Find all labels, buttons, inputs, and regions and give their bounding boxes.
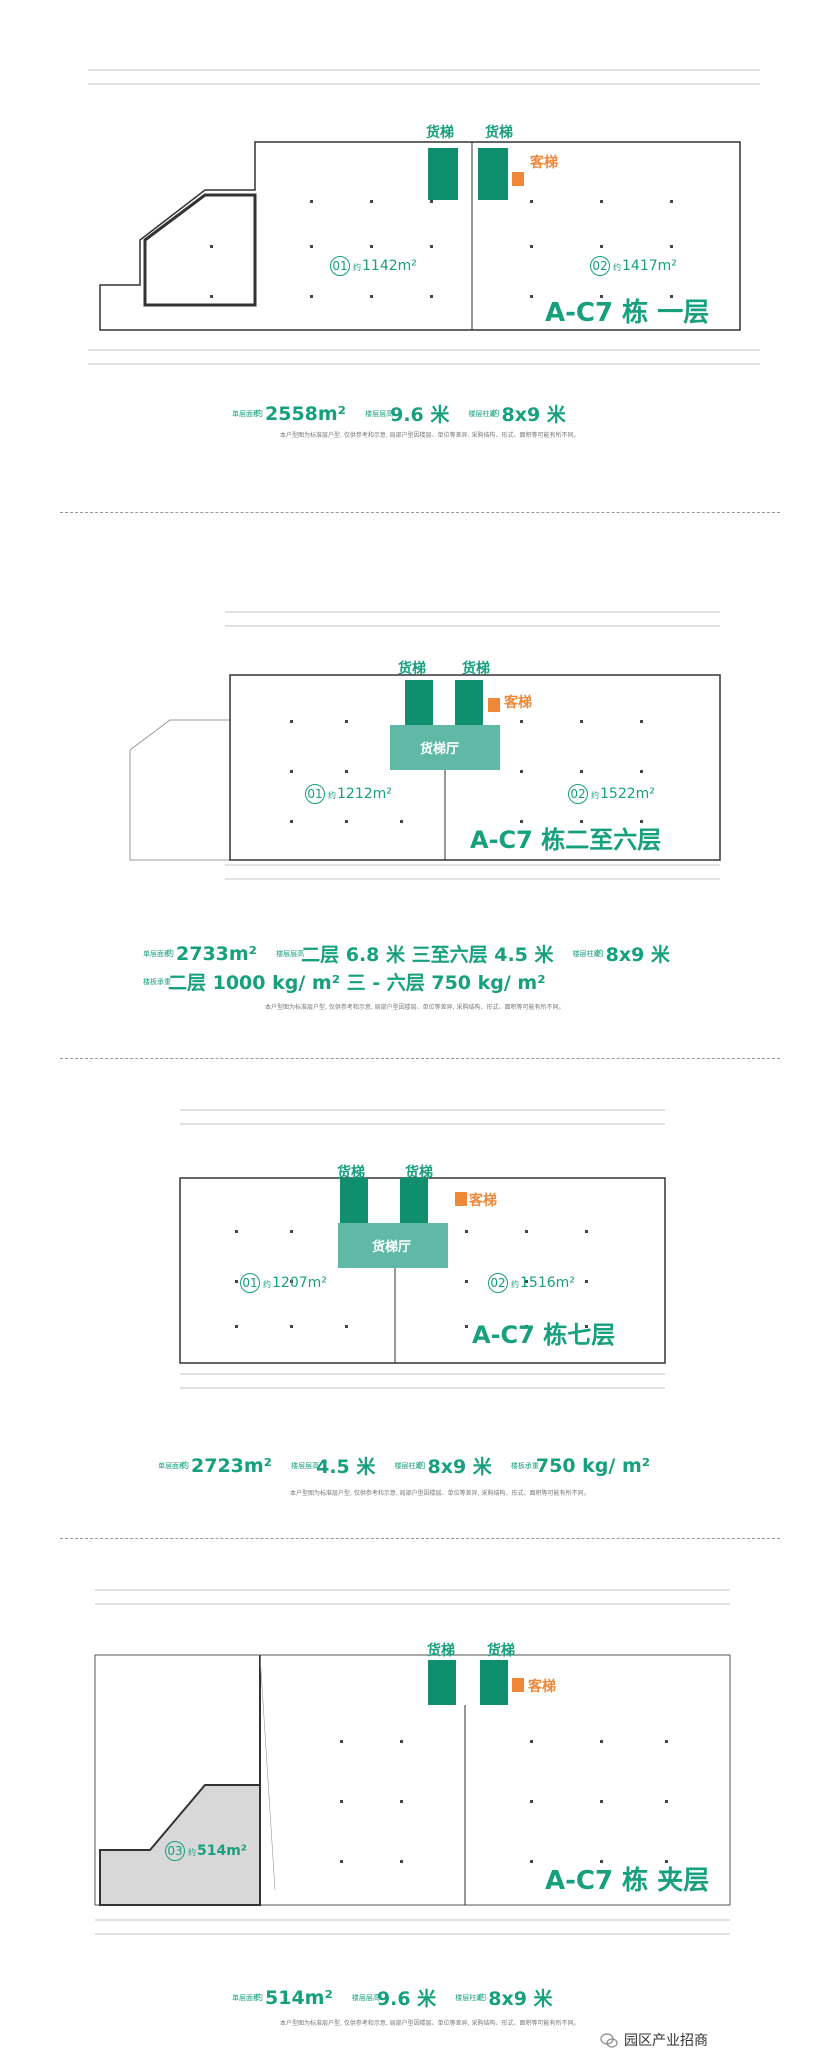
wechat-icon: [600, 2033, 618, 2048]
freight-hall-label: 货梯厅: [372, 1240, 412, 1255]
passenger-elevator-label: 客梯: [469, 1193, 497, 1209]
floor-plan-title: A-C7 栋七层: [472, 1321, 616, 1349]
passenger-elevator-shaft: [512, 172, 524, 186]
freight-elevator-shaft: [480, 1660, 508, 1705]
floor-plan-title: A-C7 栋 夹层: [545, 1866, 710, 1896]
freight-elevator-label: 货梯: [485, 125, 513, 141]
disclaimer-note: 本户型图为标准层户型, 仅供参考和示意, 局部户型因楼层、单位等差异, 采购结构…: [290, 1490, 590, 1497]
freight-hall: [338, 1223, 448, 1268]
disclaimer-note: 本户型图为标准层户型, 仅供参考和示意, 局部户型因楼层、单位等差异, 采购结构…: [280, 432, 580, 439]
freight-elevator-shaft: [405, 680, 433, 725]
freight-elevator-shaft: [340, 1178, 368, 1223]
passenger-elevator-shaft: [488, 698, 500, 712]
passenger-elevator-label: 客梯: [504, 695, 532, 711]
passenger-elevator-label: 客梯: [528, 1679, 556, 1695]
spec-row: 楼板承重二层 1000 kg/ m² 三 - 六层 750 kg/ m²: [143, 972, 546, 994]
freight-elevator-shaft: [428, 1660, 456, 1705]
freight-elevator-label: 货梯: [405, 1165, 433, 1181]
disclaimer-note: 本户型图为标准层户型, 仅供参考和示意, 局部户型因楼层、单位等差异, 采购结构…: [280, 2020, 580, 2027]
freight-elevator-label: 货梯: [487, 1643, 515, 1659]
passenger-elevator-shaft: [455, 1192, 467, 1206]
footer-brand: 园区产业招商: [600, 2030, 708, 2050]
freight-elevator-label: 货梯: [426, 125, 454, 141]
floor-plan-drawing: [129, 611, 721, 880]
freight-elevator-shaft: [455, 680, 483, 725]
footer-text: 园区产业招商: [624, 2033, 708, 2049]
section-divider: [60, 1538, 780, 1539]
disclaimer-note: 本户型图为标准层户型, 仅供参考和示意, 局部户型因楼层、单位等差异, 采购结构…: [265, 1004, 565, 1011]
floor-plan-drawing: [179, 1109, 666, 1389]
freight-elevator-label: 货梯: [427, 1643, 455, 1659]
section-divider: [60, 1058, 780, 1059]
freight-elevator-shaft: [478, 148, 508, 200]
freight-elevator-label: 货梯: [337, 1165, 365, 1181]
freight-elevator-shaft: [400, 1178, 428, 1223]
freight-elevator-label: 货梯: [398, 661, 426, 677]
floor-plan-title: A-C7 栋 一层: [545, 298, 710, 328]
freight-hall-label: 货梯厅: [420, 742, 460, 757]
floor-plan-drawing: [94, 1589, 731, 1935]
freight-hall: [390, 725, 500, 770]
passenger-elevator-label: 客梯: [530, 155, 558, 171]
freight-elevator-shaft: [428, 148, 458, 200]
passenger-elevator-shaft: [512, 1678, 524, 1692]
floor-plan-title: A-C7 栋二至六层: [470, 826, 662, 854]
floor-plan-drawing: [88, 69, 760, 365]
section-divider: [60, 512, 780, 513]
freight-elevator-label: 货梯: [462, 661, 490, 677]
